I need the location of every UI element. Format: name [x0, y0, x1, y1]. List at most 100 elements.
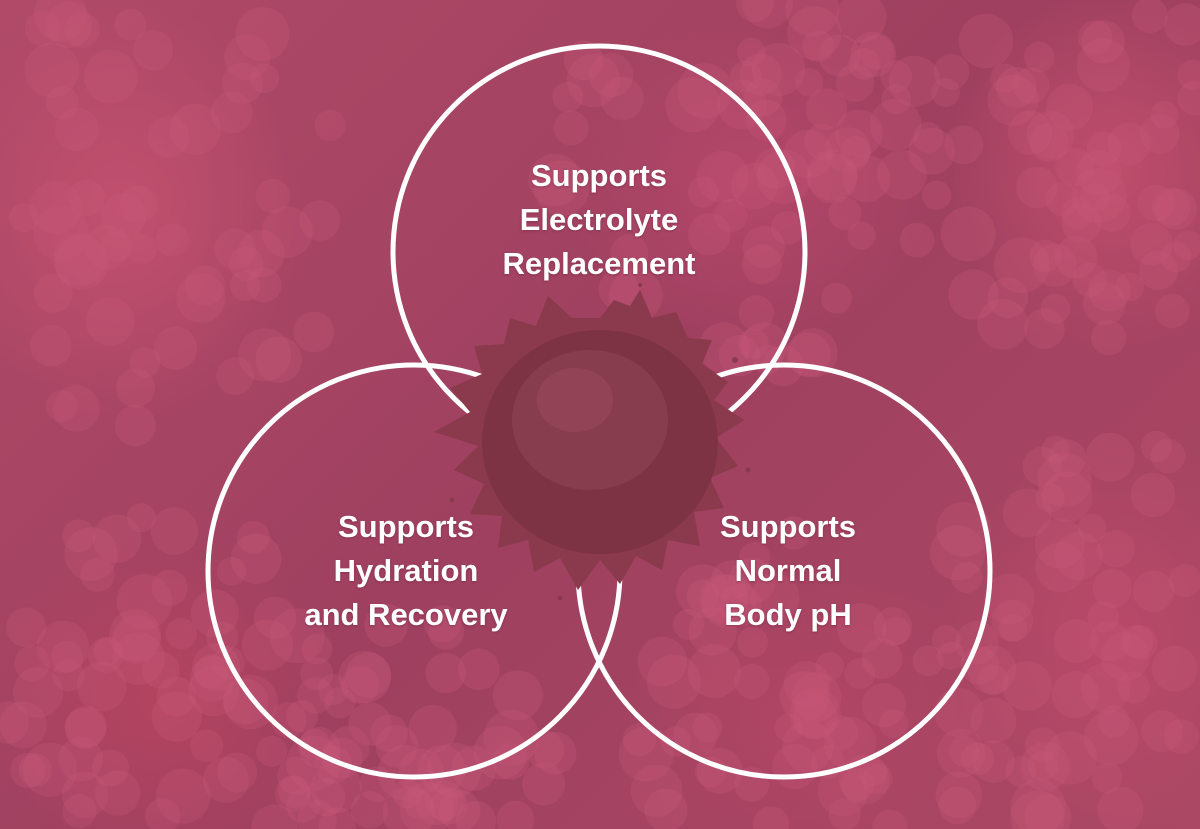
drupelet-texture [921, 180, 952, 210]
drupelet-texture [802, 30, 835, 62]
drupelet-texture [126, 503, 156, 533]
drupelet-texture [835, 0, 887, 43]
drupelet-texture [210, 91, 253, 134]
drupelet-texture [719, 583, 762, 627]
drupelet-texture [563, 40, 604, 81]
drupelet-texture [858, 34, 894, 70]
drupelet-texture [237, 230, 285, 278]
drupelet-texture [100, 229, 133, 262]
drupelet-texture [155, 768, 211, 824]
drupelet-texture [1045, 182, 1080, 217]
drupelet-texture [729, 60, 762, 93]
drupelet-texture [828, 196, 862, 230]
drupelet-texture [1037, 452, 1092, 508]
drupelet-texture [1080, 662, 1131, 713]
drupelet-texture [737, 37, 766, 67]
drupelet-texture [18, 753, 52, 787]
drupelet-texture [377, 744, 434, 801]
drupelet-texture [738, 295, 774, 331]
drupelet-texture [278, 775, 311, 808]
drupelet-texture [129, 347, 161, 378]
drupelet-texture [696, 747, 743, 794]
drupelet-texture [30, 324, 72, 367]
drupelet-texture [984, 573, 1035, 625]
drupelet-texture [256, 735, 288, 768]
drupelet-texture [1088, 269, 1131, 312]
drupelet-texture [687, 176, 719, 208]
drupelet-texture [888, 55, 940, 107]
drupelet-texture [1002, 661, 1052, 711]
drupelet-texture [936, 728, 986, 778]
drupelet-texture [665, 77, 721, 133]
drupelet-texture [0, 701, 29, 744]
drupelet-texture [189, 656, 236, 702]
drupelet-texture [1132, 0, 1168, 34]
drupelet-texture [285, 788, 320, 823]
drupelet-texture [848, 47, 881, 80]
drupelet-texture [698, 574, 748, 623]
drupelet-texture [751, 573, 800, 622]
drupelet-texture [55, 107, 99, 152]
drupelet-texture [67, 179, 105, 217]
drupelet-texture [961, 742, 995, 776]
drupelet-texture [269, 608, 325, 664]
label-top-line-2: Electrolyte [519, 202, 679, 237]
drupelet-texture [236, 520, 270, 554]
drupelet-texture [1016, 166, 1058, 209]
drupelet-texture [408, 704, 457, 754]
drupelet-texture [1035, 542, 1086, 593]
drupelet-texture [944, 125, 984, 165]
drupelet-texture [426, 742, 482, 798]
drupelet-texture [370, 714, 409, 752]
drupelet-texture [6, 607, 47, 648]
drupelet-texture [872, 809, 908, 829]
drupelet-texture [95, 770, 141, 816]
drupelet-texture [404, 789, 434, 819]
drupelet-texture [255, 336, 302, 383]
drupelet-texture [116, 368, 156, 408]
drupelet-texture [993, 237, 1050, 294]
label-left: Supports Hydration and Recovery [256, 505, 556, 637]
drupelet-texture [1164, 3, 1200, 46]
drupelet-texture [1051, 671, 1099, 719]
drupelet-texture [249, 63, 280, 94]
drupelet-texture [644, 788, 688, 829]
drupelet-texture [741, 244, 782, 285]
drupelet-texture [869, 98, 922, 151]
drupelet-texture [364, 603, 408, 647]
drupelet-texture [861, 638, 903, 679]
drupelet-texture [987, 277, 1029, 319]
drupelet-texture [737, 626, 769, 658]
drupelet-texture [155, 223, 189, 257]
drupelet-texture [116, 574, 173, 630]
drupelet-texture [1077, 513, 1107, 543]
drupelet-texture [438, 789, 481, 829]
drupelet-texture [745, 99, 787, 141]
drupelet-texture [255, 178, 291, 214]
drupelet-texture [1140, 430, 1172, 462]
drupelet-texture [1035, 483, 1065, 513]
label-top-line-3: Replacement [502, 246, 696, 281]
label-left-line-1: Supports [337, 509, 475, 544]
drupelet-texture [933, 53, 970, 90]
drupelet-texture [824, 715, 859, 750]
drupelet-texture [235, 7, 290, 62]
drupelet-texture [711, 560, 752, 601]
drupelet-texture [176, 273, 226, 323]
drupelet-texture [1138, 250, 1179, 291]
drupelet-texture [151, 569, 188, 607]
drupelet-texture [836, 603, 887, 653]
drupelet-texture [52, 659, 85, 692]
drupelet-texture [188, 665, 240, 717]
drupelet-texture [382, 786, 436, 829]
drupelet-texture [1010, 779, 1066, 829]
drupelet-texture [223, 678, 269, 725]
drupelet-texture [455, 800, 497, 829]
drupelet-texture [286, 735, 341, 791]
drupelet-texture [1078, 20, 1113, 55]
drupelet-texture [610, 234, 649, 273]
drupelet-texture [338, 650, 392, 704]
drupelet-texture [840, 768, 875, 802]
drupelet-texture [1117, 671, 1150, 704]
